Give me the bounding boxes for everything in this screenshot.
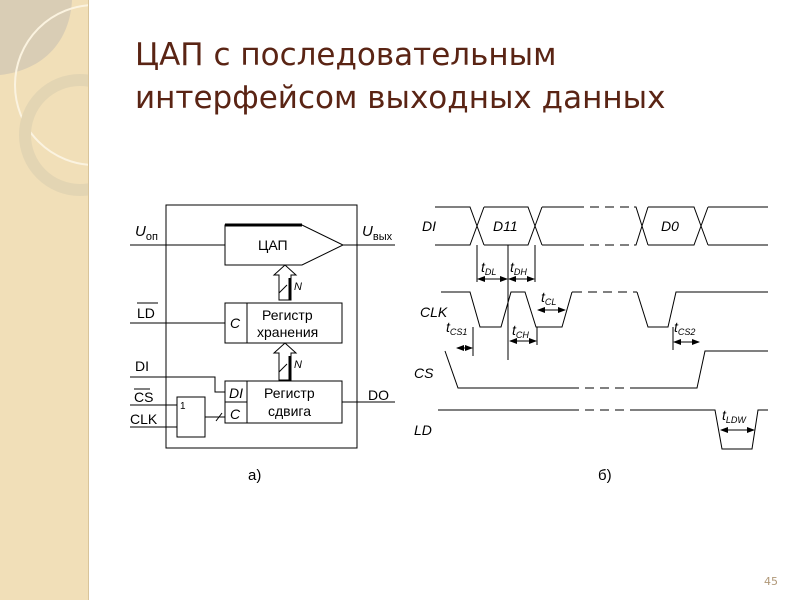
- title-line-1: ЦАП с последовательным: [135, 37, 557, 73]
- slide-title: ЦАП с последовательным интерфейсом выходн…: [135, 34, 665, 120]
- svg-text:tCS1: tCS1: [446, 319, 467, 337]
- chip-outline: [165, 204, 358, 449]
- decorative-circles-icon: [0, 0, 88, 196]
- svg-text:LD: LD: [414, 422, 432, 438]
- timing-markers: [472, 245, 674, 360]
- block-labels: Uоп Uвых ЦАП N N Регистр хранения Регист…: [130, 223, 393, 484]
- svg-text:Uвых: Uвых: [362, 223, 393, 243]
- svg-text:tDH: tDH: [510, 259, 527, 277]
- svg-text:CLK: CLK: [130, 411, 158, 427]
- svg-text:сдвига: сдвига: [268, 403, 311, 419]
- svg-text:Регистр: Регистр: [264, 385, 315, 401]
- svg-text:хранения: хранения: [257, 324, 318, 340]
- block-diagram: [130, 204, 395, 449]
- svg-text:D11: D11: [493, 218, 518, 234]
- page-number: 45: [764, 575, 778, 588]
- svg-text:б): б): [598, 467, 612, 484]
- ld-signal: [438, 409, 768, 450]
- svg-text:Регистр: Регистр: [262, 307, 313, 323]
- svg-text:D0: D0: [661, 218, 679, 234]
- svg-text:1: 1: [180, 401, 186, 412]
- svg-text:N: N: [294, 281, 302, 293]
- timing-arrows: [456, 276, 755, 433]
- svg-text:DI: DI: [229, 385, 243, 401]
- svg-text:C: C: [230, 406, 241, 422]
- svg-text:DI: DI: [422, 218, 436, 234]
- svg-text:tCH: tCH: [512, 322, 529, 340]
- svg-text:CS: CS: [134, 389, 153, 405]
- timing-labels: DI CLK CS LD D11 D0 tDL tDH tCL tCS1 tCH…: [414, 218, 747, 484]
- svg-text:DI: DI: [135, 358, 149, 374]
- svg-text:tCS2: tCS2: [674, 319, 695, 337]
- bus-arrow-1: [272, 264, 298, 301]
- svg-text:tLDW: tLDW: [722, 407, 747, 425]
- svg-text:C: C: [230, 315, 241, 331]
- svg-text:ЦАП: ЦАП: [258, 237, 288, 253]
- bus-arrow-2: [272, 342, 298, 381]
- svg-text:LD: LD: [137, 305, 155, 321]
- svg-text:CS: CS: [414, 365, 434, 381]
- timing-diagram: [435, 206, 768, 450]
- clk-signal: [441, 291, 768, 328]
- svg-text:DO: DO: [368, 387, 389, 403]
- svg-text:tDL: tDL: [481, 259, 496, 277]
- di-signal: [435, 206, 768, 246]
- svg-text:а): а): [248, 467, 261, 484]
- or-gate: [176, 396, 206, 438]
- svg-text:tCL: tCL: [541, 289, 556, 307]
- title-line-2: интерфейсом выходных данных: [135, 80, 666, 116]
- cs-signal: [444, 350, 768, 389]
- svg-text:N: N: [294, 359, 302, 371]
- decorative-strip: [0, 0, 89, 600]
- svg-text:CLK: CLK: [420, 304, 448, 320]
- svg-text:Uоп: Uоп: [135, 223, 158, 243]
